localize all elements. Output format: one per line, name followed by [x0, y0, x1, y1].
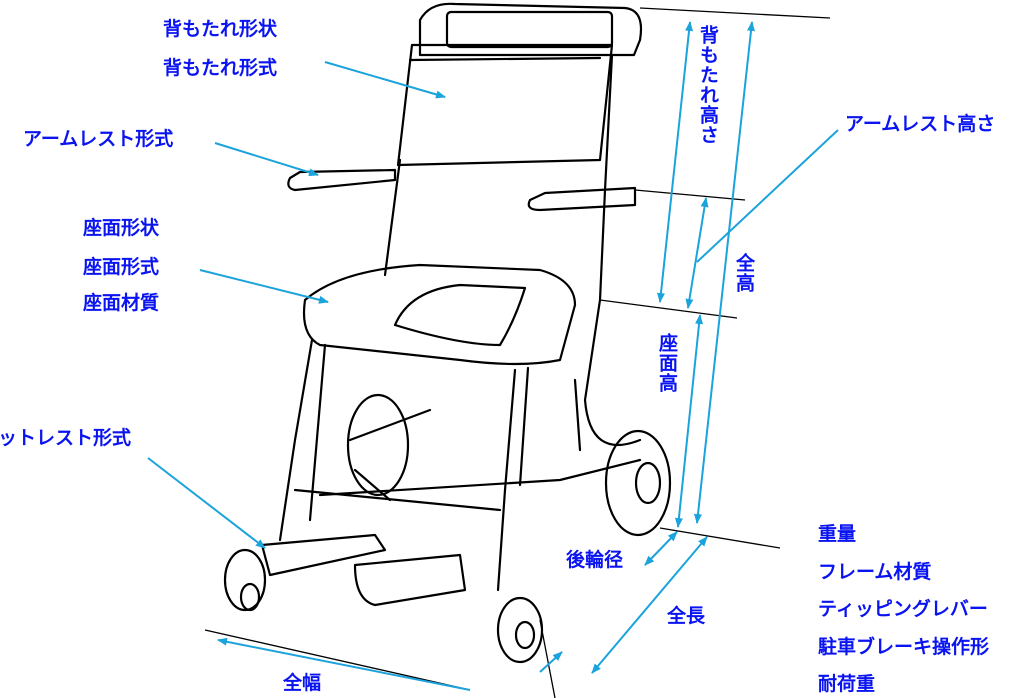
label-weight: 重量	[818, 523, 857, 545]
label-armrest-type: アームレスト形式	[23, 128, 174, 150]
reference-lines	[204, 7, 831, 698]
label-tipping-lever: ティッピングレバー	[818, 598, 988, 620]
label-seat-material: 座面材質	[83, 292, 160, 314]
label-rear-wheel-diameter: 後輪径	[566, 549, 624, 571]
label-seat-shape: 座面形状	[83, 217, 160, 239]
label-armrest-height: アームレスト高さ	[845, 113, 996, 135]
label-footrest-type: ットレスト形式	[0, 427, 132, 449]
label-backrest-shape: 背もたれ形状	[163, 18, 278, 40]
wheelchair-drawing	[223, 2, 672, 664]
label-backrest-height: 背もたれ高さ	[697, 25, 719, 145]
label-load-capacity: 耐荷重	[818, 673, 876, 695]
label-seat-height: 座面高	[656, 333, 678, 393]
label-seat-type: 座面形式	[83, 256, 160, 278]
label-total-height: 全高	[733, 253, 755, 293]
label-total-length: 全長	[667, 605, 706, 627]
label-frame-material: フレーム材質	[818, 561, 932, 583]
label-parking-brake: 駐車ブレーキ操作形	[818, 636, 990, 658]
label-backrest-type: 背もたれ形式	[163, 57, 278, 79]
label-total-width: 全幅	[283, 672, 322, 694]
annotation-arrows	[147, 21, 839, 691]
